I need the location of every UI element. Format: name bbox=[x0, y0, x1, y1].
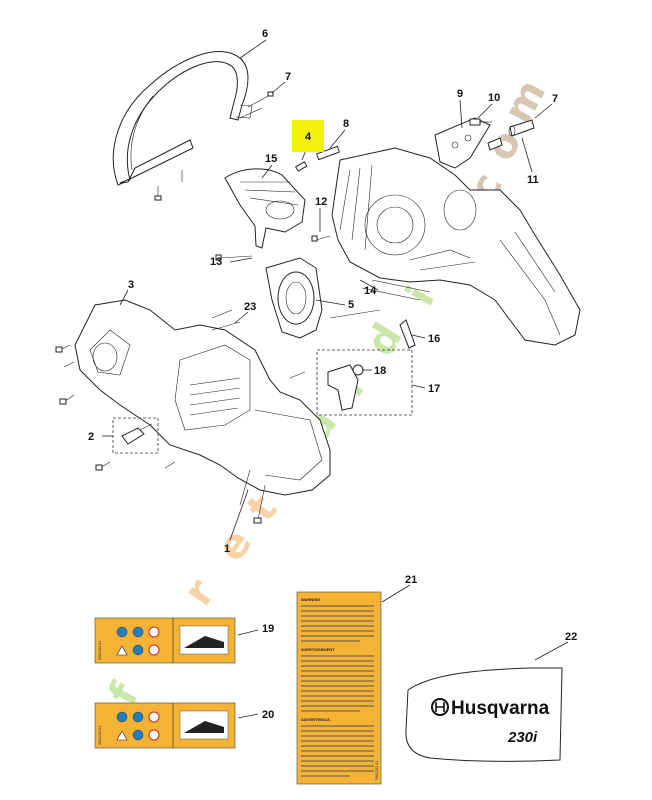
screws bbox=[55, 235, 431, 524]
callout-1: 1 bbox=[224, 543, 230, 555]
motor-housing bbox=[331, 147, 581, 346]
sticker-20-code: 5962292-01 bbox=[98, 726, 102, 745]
part-11 bbox=[508, 119, 535, 137]
warning-heading-en: WARNING bbox=[301, 597, 320, 602]
callout-21: 21 bbox=[405, 574, 417, 586]
small-parts-4-8 bbox=[294, 145, 341, 172]
callout-8: 8 bbox=[343, 118, 349, 130]
sticker-19-code: 5962292-01 bbox=[98, 641, 102, 660]
callout-18: 18 bbox=[374, 365, 386, 377]
callout-17: 17 bbox=[428, 383, 440, 395]
warning-label: WARNING AVERTISSEMENT ADVERTENCIA 596229… bbox=[296, 591, 382, 785]
hand-guard bbox=[224, 168, 306, 249]
callout-13: 13 bbox=[210, 256, 222, 268]
watermark-text-i: i bbox=[397, 279, 444, 314]
watermark-text-r: r bbox=[175, 571, 224, 614]
callout-10: 10 bbox=[488, 92, 500, 104]
callout-22: 22 bbox=[565, 631, 577, 643]
callout-5: 5 bbox=[348, 299, 354, 311]
pin-part-16 bbox=[399, 319, 416, 349]
warning-body-lines-es bbox=[301, 725, 374, 777]
sticker-20: 5962292-01 bbox=[94, 702, 236, 749]
callout-15: 15 bbox=[265, 153, 277, 165]
leader-lines bbox=[102, 39, 569, 719]
decal-model-text: 230i bbox=[507, 729, 538, 746]
decal-brand-text: Husqvarna bbox=[451, 698, 550, 719]
bolts-part-7-upper bbox=[154, 91, 274, 201]
part-2-box bbox=[112, 417, 159, 454]
bar-plate bbox=[434, 117, 491, 169]
part-17-box bbox=[316, 349, 413, 416]
callout-7-right: 7 bbox=[552, 93, 558, 105]
drum-part-5 bbox=[265, 257, 323, 339]
callout-3: 3 bbox=[128, 279, 134, 291]
callout-6: 6 bbox=[262, 28, 268, 40]
callout-12: 12 bbox=[315, 196, 327, 208]
callout-2: 2 bbox=[88, 431, 94, 443]
callout-9: 9 bbox=[457, 88, 463, 100]
husqvarna-logo-icon bbox=[431, 698, 449, 716]
warning-label-code: 5962292-01 bbox=[375, 761, 379, 780]
warning-heading-fr: AVERTISSEMENT bbox=[301, 647, 335, 652]
callout-4: 4 bbox=[305, 131, 312, 143]
highlight-part-4 bbox=[292, 120, 324, 152]
brand-decal: Husqvarna 230i bbox=[405, 667, 563, 762]
left-housing bbox=[74, 299, 331, 496]
callout-numbers: 6 7 4 8 9 10 7 11 15 12 13 3 23 5 14 16 … bbox=[88, 28, 577, 721]
bolt-part-10 bbox=[469, 118, 503, 151]
warning-heading-es: ADVERTENCIA bbox=[301, 717, 330, 722]
front-handle bbox=[112, 51, 253, 186]
warning-body-lines-en bbox=[301, 605, 374, 642]
sticker-19: 5962292-01 bbox=[94, 617, 236, 664]
callout-14: 14 bbox=[364, 285, 377, 297]
callout-11: 11 bbox=[527, 174, 539, 186]
callout-7-upper: 7 bbox=[285, 71, 291, 83]
callout-23: 23 bbox=[244, 301, 256, 313]
callout-20: 20 bbox=[262, 709, 274, 721]
callout-16: 16 bbox=[428, 333, 440, 345]
warning-body-lines-fr bbox=[301, 655, 374, 712]
callout-19: 19 bbox=[262, 623, 274, 635]
